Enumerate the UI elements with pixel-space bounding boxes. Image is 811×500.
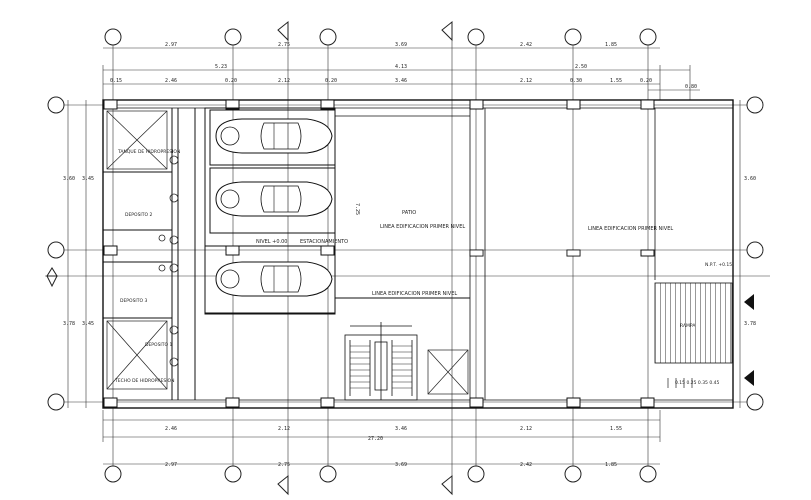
svg-text:1.55: 1.55 [610, 78, 622, 84]
first-level-line-label: LINEA EDIFICACION PRIMER NIVEL [380, 224, 465, 230]
deposit-3-label: DEPOSITO 3 [120, 298, 147, 304]
shafts [106, 110, 469, 395]
car-icon [215, 181, 333, 217]
cars [215, 118, 333, 297]
svg-text:0.20: 0.20 [225, 78, 237, 84]
svg-text:0.20: 0.20 [640, 78, 652, 84]
elevation-label: N.P.T. +0.15 [705, 262, 732, 268]
deposit-2-label: DEPOSITO 2 [125, 212, 152, 218]
svg-text:2.12: 2.12 [520, 426, 532, 432]
svg-text:2.12: 2.12 [520, 78, 532, 84]
ramp-hatch [654, 282, 733, 364]
patio-lines [335, 108, 656, 400]
svg-text:2.12: 2.12 [278, 78, 290, 84]
central-labels: NIVEL +0.00 ESTACIONAMIENTO LINEA EDIFIC… [256, 210, 673, 297]
ramp-labels: RAMPA 0.15 0.25 0.35 0.45 N.P.T. +0.15 [675, 262, 732, 386]
svg-text:3.60: 3.60 [63, 176, 75, 182]
svg-text:2.50: 2.50 [575, 64, 587, 70]
parking-level-label: NIVEL +0.00 [256, 239, 288, 245]
svg-text:3.45: 3.45 [82, 176, 94, 182]
axis-bubbles-left [47, 96, 65, 411]
svg-text:2.46: 2.46 [165, 426, 177, 432]
outer-walls [102, 99, 734, 409]
svg-text:3.69: 3.69 [395, 462, 407, 468]
svg-text:0.15: 0.15 [110, 78, 122, 84]
svg-text:2.12: 2.12 [278, 426, 290, 432]
fixtures [158, 155, 179, 367]
dim-height-label: 7.25 [354, 203, 360, 215]
axis-bubbles-right [746, 96, 764, 411]
svg-text:2.46: 2.46 [165, 78, 177, 84]
car-icon [215, 118, 333, 154]
grid-lines-vertical [112, 35, 649, 492]
stair-core [344, 322, 418, 401]
svg-text:3.69: 3.69 [395, 42, 407, 48]
car-icon [215, 261, 333, 297]
svg-text:TECHO DE HIDROPRESION: TECHO DE HIDROPRESION [114, 378, 174, 384]
svg-text:0.80: 0.80 [685, 84, 697, 90]
svg-text:2.97: 2.97 [165, 42, 177, 48]
svg-text:2.97: 2.97 [165, 462, 177, 468]
svg-text:2.42: 2.42 [520, 42, 532, 48]
patio-label: PATIO [402, 210, 416, 216]
svg-text:1.85: 1.85 [605, 42, 617, 48]
svg-text:2.75: 2.75 [278, 42, 290, 48]
svg-text:2.42: 2.42 [520, 462, 532, 468]
svg-text:1.55: 1.55 [610, 426, 622, 432]
dim-total-label: 27.20 [368, 436, 383, 442]
dimension-lines-top [102, 47, 700, 100]
deposit-1-label: DEPOSITO 1 [145, 342, 172, 348]
svg-text:4.13: 4.13 [395, 64, 407, 70]
dimension-lines-bottom [102, 410, 661, 465]
axis-bubbles-top [104, 28, 657, 46]
svg-text:0.30: 0.30 [570, 78, 582, 84]
dimension-texts: 2.97 2.75 3.69 2.42 1.85 5.23 4.13 2.50 0.15 2… [63, 42, 756, 468]
service-labels: TANQUE DE HIDROPRESION DEPOSITO 2 DEPOSI… [114, 149, 180, 384]
svg-text:3.46: 3.46 [395, 426, 407, 432]
svg-text:0.20: 0.20 [325, 78, 337, 84]
parking-label: ESTACIONAMIENTO [300, 239, 348, 245]
first-level-line-right-label: LINEA EDIFICACION PRIMER NIVEL [588, 226, 673, 232]
svg-text:1.85: 1.85 [605, 462, 617, 468]
svg-text:2.75: 2.75 [278, 462, 290, 468]
svg-text:0.15 0.25 0.35 0.45: 0.15 0.25 0.35 0.45 [675, 380, 720, 386]
parking-zone [204, 107, 470, 315]
section-markers-right [744, 294, 754, 386]
svg-text:3.60: 3.60 [744, 176, 756, 182]
section-markers [46, 20, 453, 496]
svg-text:3.78: 3.78 [744, 321, 756, 327]
svg-text:3.78: 3.78 [63, 321, 75, 327]
svg-text:5.23: 5.23 [215, 64, 227, 70]
dimension-lines-sides [67, 100, 741, 408]
svg-text:3.46: 3.46 [395, 78, 407, 84]
svg-text:RAMPA: RAMPA [680, 323, 696, 329]
stair-treads [350, 345, 412, 389]
first-level-line-bottom: LINEA EDIFICACION PRIMER NIVEL [372, 291, 457, 297]
svg-text:TANQUE DE HIDROPRESION: TANQUE DE HIDROPRESION [117, 149, 180, 155]
axis-bubbles-bottom [104, 465, 657, 483]
ramp-steps [667, 378, 693, 388]
svg-text:3.45: 3.45 [82, 321, 94, 327]
openings [469, 249, 581, 257]
